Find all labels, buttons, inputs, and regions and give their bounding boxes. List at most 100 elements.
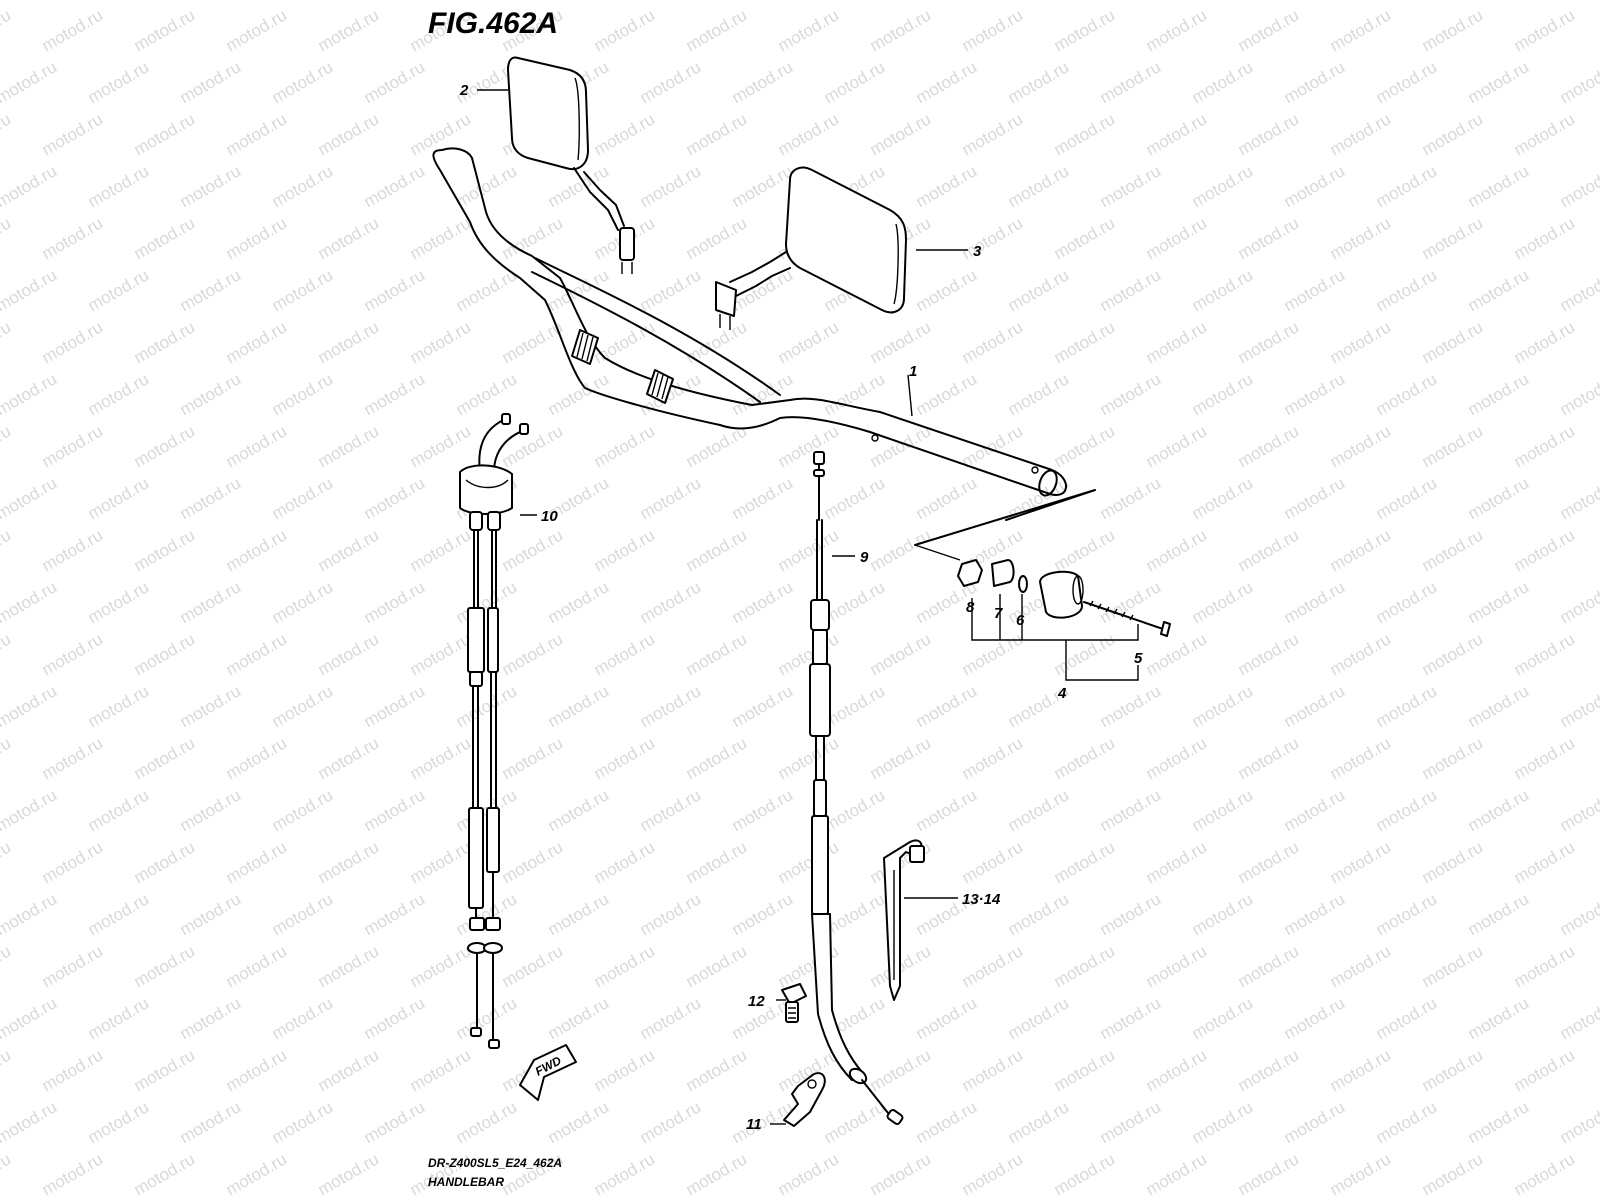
watermark-text: motod.ru: [683, 317, 751, 367]
watermark-text: motod.ru: [315, 941, 383, 991]
watermark-text: motod.ru: [1143, 733, 1211, 783]
watermark-text: motod.ru: [1327, 5, 1395, 55]
watermark-text: motod.ru: [407, 837, 475, 887]
watermark-text: motod.ru: [1557, 473, 1600, 523]
watermark-text: motod.ru: [223, 629, 291, 679]
watermark-text: motod.ru: [1465, 369, 1533, 419]
watermark-text: motod.ru: [1143, 317, 1211, 367]
bolt-part[interactable]: [781, 983, 807, 1023]
screw-part[interactable]: [1083, 600, 1171, 637]
watermark-text: motod.ru: [1235, 941, 1303, 991]
callout-handlebar: 1: [909, 363, 917, 380]
watermark-text: motod.ru: [1373, 577, 1441, 627]
watermark-text: motod.ru: [775, 421, 843, 471]
watermark-text: motod.ru: [0, 5, 14, 55]
mirror-left-part[interactable]: [507, 56, 635, 275]
watermark-text: motod.ru: [1373, 993, 1441, 1043]
watermark-text: motod.ru: [315, 5, 383, 55]
watermark-text: motod.ru: [1511, 1045, 1579, 1095]
watermark-text: motod.ru: [1097, 369, 1165, 419]
watermark-text: motod.ru: [775, 109, 843, 159]
throttle-cable-part[interactable]: [459, 413, 529, 1049]
watermark-text: motod.ru: [1235, 837, 1303, 887]
watermark-text: motod.ru: [1557, 577, 1600, 627]
watermark-text: motod.ru: [591, 421, 659, 471]
watermark-text: motod.ru: [315, 1149, 383, 1199]
watermark-text: motod.ru: [1373, 473, 1441, 523]
watermark-text: motod.ru: [1143, 5, 1211, 55]
watermark-text: motod.ru: [0, 629, 14, 679]
watermark-text: motod.ru: [131, 733, 199, 783]
clutch-cable-part[interactable]: [809, 451, 904, 1125]
watermark-text: motod.ru: [1143, 525, 1211, 575]
watermark-text: motod.ru: [1465, 0, 1533, 3]
watermark-text: motod.ru: [131, 629, 199, 679]
watermark-text: motod.ru: [545, 889, 613, 939]
watermark-text: motod.ru: [1005, 161, 1073, 211]
watermark-text: motod.ru: [223, 1045, 291, 1095]
watermark-text: motod.ru: [315, 317, 383, 367]
watermark-text: motod.ru: [959, 837, 1027, 887]
watermark-text: motod.ru: [1327, 837, 1395, 887]
watermark-text: motod.ru: [131, 941, 199, 991]
watermark-text: motod.ru: [1005, 265, 1073, 315]
bar-end-weight-part[interactable]: [1039, 570, 1084, 619]
watermark-text: motod.ru: [1189, 473, 1257, 523]
watermark-text: motod.ru: [867, 629, 935, 679]
nut-part[interactable]: [957, 559, 983, 587]
watermark-text: motod.ru: [821, 577, 889, 627]
watermark-text: motod.ru: [867, 1045, 935, 1095]
forward-arrow-indicator: FWD: [519, 1044, 577, 1101]
watermark-text: motod.ru: [361, 265, 429, 315]
watermark-text: motod.ru: [1511, 941, 1579, 991]
watermark-text: motod.ru: [1281, 1097, 1349, 1147]
watermark-text: motod.ru: [1097, 889, 1165, 939]
watermark-text: motod.ru: [821, 473, 889, 523]
watermark-text: motod.ru: [131, 837, 199, 887]
watermark-text: motod.ru: [683, 941, 751, 991]
watermark-text: motod.ru: [775, 1149, 843, 1199]
watermark-text: motod.ru: [1327, 421, 1395, 471]
watermark-text: motod.ru: [407, 317, 475, 367]
watermark-text: motod.ru: [959, 317, 1027, 367]
cable-clamp-part[interactable]: [783, 1072, 826, 1127]
watermark-text: motod.ru: [1235, 317, 1303, 367]
watermark-text: motod.ru: [1235, 733, 1303, 783]
watermark-text: motod.ru: [269, 369, 337, 419]
watermark-text: motod.ru: [867, 1149, 935, 1199]
watermark-text: motod.ru: [683, 837, 751, 887]
watermark-text: motod.ru: [0, 889, 60, 939]
watermark-text: motod.ru: [637, 57, 705, 107]
watermark-text: motod.ru: [499, 837, 567, 887]
watermark-text: motod.ru: [1281, 0, 1349, 3]
watermark-text: motod.ru: [1189, 265, 1257, 315]
watermark-text: motod.ru: [407, 421, 475, 471]
spacer-part[interactable]: [991, 559, 1015, 587]
watermark-text: motod.ru: [361, 993, 429, 1043]
washer-part[interactable]: [1018, 575, 1028, 593]
watermark-text: motod.ru: [1235, 525, 1303, 575]
watermark-text: motod.ru: [0, 785, 60, 835]
watermark-text: motod.ru: [1557, 785, 1600, 835]
watermark-text: motod.ru: [913, 473, 981, 523]
callout-washer: 6: [1016, 612, 1025, 629]
watermark-text: motod.ru: [729, 369, 797, 419]
figure-name: HANDLEBAR: [428, 1175, 504, 1189]
watermark-text: motod.ru: [1465, 577, 1533, 627]
mirror-right-part[interactable]: [715, 166, 907, 330]
watermark-text: motod.ru: [1373, 57, 1441, 107]
cable-tie-part[interactable]: [883, 839, 925, 1001]
watermark-text: motod.ru: [591, 1045, 659, 1095]
watermark-text: motod.ru: [591, 525, 659, 575]
callout-spacer: 7: [994, 605, 1003, 622]
watermark-text: motod.ru: [775, 5, 843, 55]
watermark-text: motod.ru: [223, 733, 291, 783]
watermark-text: motod.ru: [407, 1045, 475, 1095]
watermark-text: motod.ru: [407, 109, 475, 159]
watermark-text: motod.ru: [913, 57, 981, 107]
watermark-text: motod.ru: [1511, 733, 1579, 783]
watermark-text: motod.ru: [131, 1149, 199, 1199]
watermark-text: motod.ru: [1281, 681, 1349, 731]
handlebar-part[interactable]: [432, 147, 1067, 498]
watermark-text: motod.ru: [407, 213, 475, 263]
